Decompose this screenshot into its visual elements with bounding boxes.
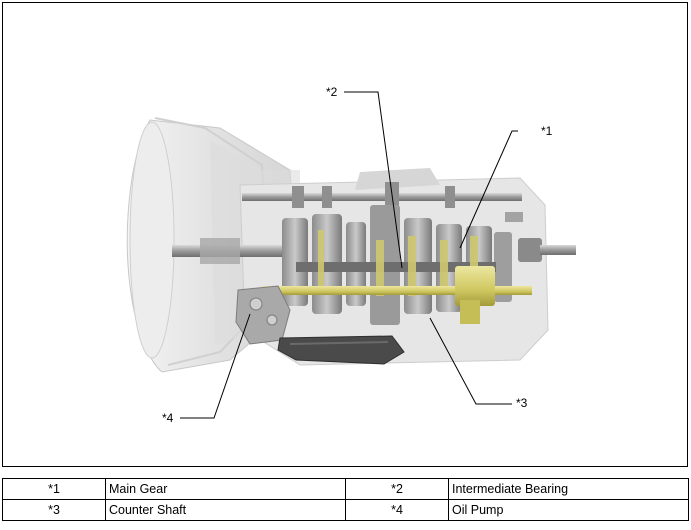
callout-4: *4 (162, 411, 174, 425)
oil-pan (277, 335, 405, 365)
counter-shaft (262, 266, 532, 324)
oil-pump (235, 285, 291, 345)
callout-2: *2 (326, 85, 338, 99)
input-shaft (172, 238, 302, 264)
leader-lines (180, 91, 518, 419)
transmission-illustration (126, 91, 576, 419)
legend-key: *4 (345, 499, 449, 521)
legend-key: *1 (2, 478, 106, 500)
legend-key: *2 (345, 478, 449, 500)
legend-desc: Oil Pump (448, 499, 689, 521)
legend-desc: Counter Shaft (105, 499, 346, 521)
output-shaft (518, 238, 576, 262)
highlighted-gears (318, 230, 478, 296)
legend-desc: Intermediate Bearing (448, 478, 689, 500)
legend-table: *1 Main Gear *2 Intermediate Bearing *3 … (2, 478, 689, 521)
legend-key: *3 (2, 499, 106, 521)
legend-row: *1 Main Gear *2 Intermediate Bearing (2, 478, 689, 500)
callout-1: *1 (541, 124, 553, 138)
legend-row: *3 Counter Shaft *4 Oil Pump (2, 499, 689, 521)
callout-3: *3 (516, 396, 528, 410)
legend-desc: Main Gear (105, 478, 346, 500)
